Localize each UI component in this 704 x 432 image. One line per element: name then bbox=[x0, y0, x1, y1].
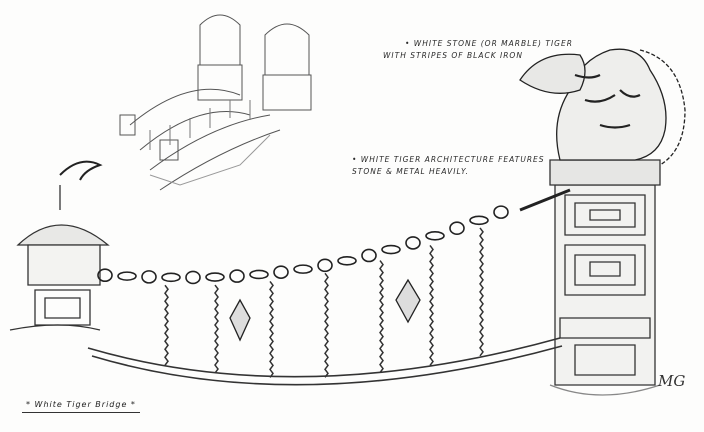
chain-link bbox=[185, 270, 201, 285]
twisted-hanger bbox=[324, 272, 329, 378]
twisted-hanger bbox=[164, 284, 169, 366]
chain-link bbox=[141, 270, 157, 284]
chain-link bbox=[493, 205, 509, 219]
chain-link bbox=[337, 255, 357, 266]
chain-link bbox=[205, 272, 225, 282]
chain-link bbox=[117, 271, 137, 281]
chain-anchor bbox=[519, 188, 571, 212]
left-lantern-post bbox=[9, 160, 110, 331]
twisted-hanger bbox=[269, 280, 274, 378]
bridge-chain bbox=[97, 205, 509, 285]
chain-link bbox=[97, 268, 113, 283]
twisted-hanger bbox=[479, 227, 484, 357]
tiger-statue bbox=[519, 48, 686, 166]
twisted-hanger bbox=[214, 284, 219, 374]
chain-link bbox=[449, 221, 465, 236]
architecture-note-line1: • White tiger architecture features bbox=[352, 155, 545, 164]
background-bridge-sketch bbox=[119, 14, 312, 191]
architecture-note-line2: stone & metal heavily. bbox=[352, 167, 469, 176]
tiger-note-line2: with stripes of black iron bbox=[383, 51, 523, 60]
twisted-hanger bbox=[429, 245, 434, 366]
chain-link bbox=[293, 264, 313, 274]
chain-link bbox=[229, 269, 245, 283]
stone-pillar bbox=[549, 159, 661, 396]
chain-link bbox=[405, 236, 421, 250]
hanging-lamps bbox=[229, 278, 421, 342]
architecture-note: • White tiger architecture features ston… bbox=[352, 154, 552, 178]
artist-signature: MG bbox=[658, 372, 686, 390]
tiger-note-line1: • White stone (or marble) tiger bbox=[405, 39, 573, 48]
twisted-hanger bbox=[379, 260, 384, 374]
sketch-title: * White Tiger Bridge * bbox=[22, 400, 140, 413]
chain-link bbox=[425, 230, 445, 241]
chain-link bbox=[161, 272, 181, 283]
bridge-deck bbox=[87, 337, 563, 386]
chain-link bbox=[381, 244, 401, 255]
tiger-note: • White stone (or marble) tiger with str… bbox=[383, 38, 583, 62]
chain-link bbox=[317, 258, 333, 273]
chain-link bbox=[361, 248, 377, 263]
chain-link bbox=[273, 265, 289, 279]
bridge-hangers bbox=[164, 227, 484, 378]
chain-link bbox=[249, 269, 269, 280]
chain-link bbox=[469, 215, 489, 226]
